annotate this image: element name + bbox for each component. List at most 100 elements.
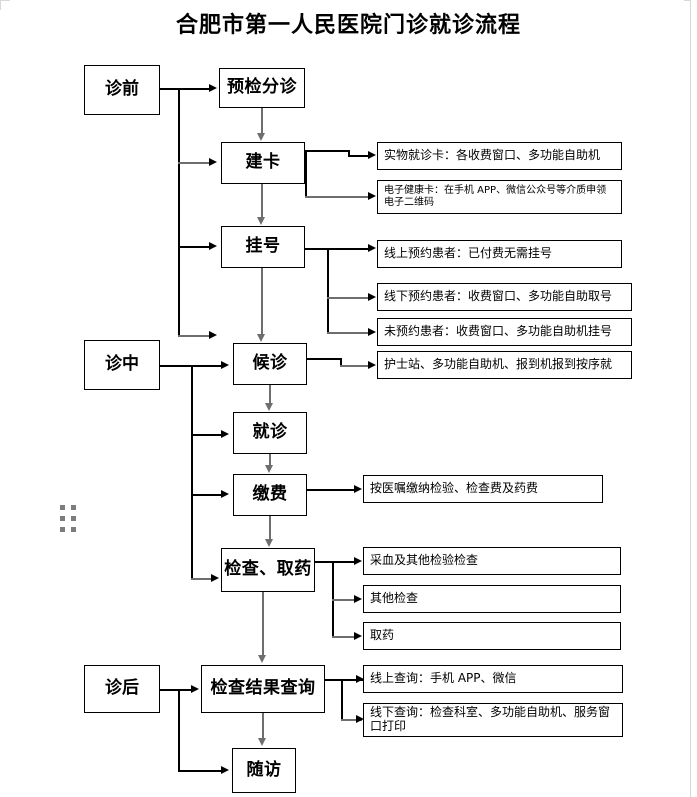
- connector-post-bus-vertical: [178, 689, 180, 771]
- detail-text-online-query: 线上查询：手机 APP、微信: [370, 671, 517, 686]
- arrowhead-ehealth-card: [368, 192, 376, 200]
- arrowhead-not-booked: [368, 328, 376, 336]
- step-box-payment[interactable]: 缴费: [233, 474, 307, 516]
- connector-exam-to-drug: [332, 636, 356, 638]
- arrowhead-online-query: [356, 675, 364, 683]
- arrowhead-wait-from-pre: [209, 331, 217, 339]
- stage-box-mid[interactable]: 诊中: [84, 340, 160, 390]
- connector-register-to-offline: [327, 297, 370, 299]
- step-box-register[interactable]: 挂号: [221, 226, 305, 268]
- connector-post-to-followup: [178, 770, 222, 772]
- connector-mid-bus-vertical: [191, 365, 193, 578]
- connector-make-card-to-ehealth: [305, 196, 370, 198]
- arrowhead-results: [191, 685, 199, 693]
- stage-box-pre[interactable]: 诊前: [84, 65, 160, 115]
- detail-text-ehealth-card: 电子健康卡：在手机 APP、微信公众号等介质申领电子二维码: [384, 184, 607, 209]
- arrowhead-down-wait: [257, 334, 265, 342]
- connector-pre-bus-vertical: [178, 88, 180, 336]
- detail-text-online-booked: 线上预约患者：已付费无需挂号: [384, 246, 553, 261]
- handle-dot: [60, 516, 65, 521]
- connector-exam-to-other: [332, 599, 356, 601]
- arrowhead-other-exam: [354, 595, 362, 603]
- page-corner-tick-top-left: [0, 0, 10, 1]
- connector-mid-to-bus: [160, 365, 218, 367]
- detail-box-ehealth-card[interactable]: 电子健康卡：在手机 APP、微信公众号等介质申领电子二维码: [377, 180, 622, 214]
- arrowhead-down-payment: [265, 465, 273, 473]
- connector-make-card-to-physical: [348, 155, 370, 157]
- connector-mid-to-consult: [191, 434, 223, 436]
- handle-dot: [60, 505, 65, 510]
- arrowhead-pick-up-drug: [354, 632, 362, 640]
- connector-register-branch-v: [327, 248, 329, 332]
- connector-wait-branch: [307, 358, 342, 360]
- connector-exam-branch-top: [315, 561, 356, 563]
- handle-dot: [71, 527, 76, 532]
- connector-exam-drug-to-results: [262, 592, 264, 656]
- step-box-wait[interactable]: 候诊: [233, 343, 307, 385]
- detail-box-wait-checkin[interactable]: 护士站、多功能自助机、报到机报到按序就: [377, 351, 632, 379]
- connector-pre-to-register: [178, 246, 211, 248]
- connector-consult-to-payment: [269, 454, 271, 466]
- detail-box-offline-query[interactable]: 线下查询：检查科室、多功能自助机、服务窗口打印: [363, 703, 623, 737]
- detail-text-physical-card: 实物就诊卡：各收费窗口、多功能自助机: [384, 148, 601, 163]
- connector-make-card-branch-v: [305, 150, 307, 196]
- detail-text-other-exam: 其他检查: [370, 591, 419, 606]
- stage-box-post[interactable]: 诊后: [84, 665, 160, 713]
- connector-wait-branch-v: [340, 358, 342, 366]
- arrowhead-down-results: [258, 655, 266, 663]
- drag-handle-dots[interactable]: [60, 505, 76, 539]
- connector-payment-branch: [307, 489, 356, 491]
- connector-pre-to-triage: [178, 88, 211, 90]
- connector-wait-to-checkin: [340, 365, 370, 367]
- page-corner-tick-left-top: [0, 0, 1, 10]
- step-box-triage[interactable]: 预检分诊: [219, 68, 305, 108]
- detail-box-physical-card[interactable]: 实物就诊卡：各收费窗口、多功能自助机: [377, 142, 622, 170]
- step-box-results[interactable]: 检查结果查询: [201, 665, 325, 713]
- step-box-consult[interactable]: 就诊: [233, 412, 307, 454]
- arrowhead-exam-drug: [211, 574, 219, 582]
- connector-payment-to-exam-drug: [269, 516, 271, 540]
- arrowhead-online-booked: [368, 244, 376, 252]
- page-title: 合肥市第一人民医院门诊就诊流程: [175, 12, 521, 38]
- arrowhead-wait-checkin: [368, 361, 376, 369]
- connector-pre-to-wait: [178, 335, 211, 337]
- detail-box-blood-draw[interactable]: 采血及其他检验检查: [363, 547, 621, 575]
- arrowhead-payment: [221, 490, 229, 498]
- detail-box-other-exam[interactable]: 其他检查: [363, 585, 621, 613]
- connector-post-to-bus: [160, 689, 191, 691]
- connector-results-branch-top: [325, 679, 364, 681]
- arrowhead-down-register: [257, 217, 265, 225]
- arrowhead-triage: [209, 84, 217, 92]
- connector-mid-to-wait: [191, 365, 223, 367]
- detail-box-not-booked[interactable]: 未预约患者：收费窗口、多功能自助机挂号: [377, 318, 632, 346]
- connector-triage-to-make-card: [261, 108, 263, 134]
- connector-make-card-step-v: [348, 150, 350, 156]
- detail-box-offline-booked[interactable]: 线下预约患者：收费窗口、多功能自助取号: [377, 283, 632, 311]
- detail-box-online-booked[interactable]: 线上预约患者：已付费无需挂号: [377, 240, 622, 268]
- step-box-followup[interactable]: 随访: [232, 748, 296, 793]
- arrowhead-down-make-card: [257, 133, 265, 141]
- connector-wait-to-consult: [269, 385, 271, 404]
- page-corner-tick-top-right: [684, 0, 690, 1]
- arrowhead-offline-query: [356, 715, 364, 723]
- page-edge-right: [690, 0, 691, 797]
- connector-results-branch-v: [341, 679, 343, 720]
- detail-box-online-query[interactable]: 线上查询：手机 APP、微信: [363, 665, 623, 693]
- arrowhead-pay-items: [354, 485, 362, 493]
- detail-box-pay-items[interactable]: 按医嘱缴纳检验、检查费及药费: [363, 475, 603, 503]
- step-box-exam-drug[interactable]: 检查、取药: [221, 548, 315, 592]
- detail-text-offline-query: 线下查询：检查科室、多功能自助机、服务窗口打印: [370, 705, 611, 733]
- detail-box-pick-up-drug[interactable]: 取药: [363, 622, 621, 650]
- connector-make-card-to-register: [261, 184, 263, 218]
- arrowhead-followup-from-post: [221, 766, 229, 774]
- connector-exam-branch-v: [332, 561, 334, 636]
- arrowhead-blood-draw: [354, 557, 362, 565]
- connector-post-to-results: [178, 689, 191, 691]
- handle-dot: [60, 527, 65, 532]
- connector-make-card-branch: [305, 150, 350, 152]
- detail-text-wait-checkin: 护士站、多功能自助机、报到机报到按序就: [384, 357, 613, 372]
- connector-register-to-wait: [261, 268, 263, 335]
- step-box-make-card[interactable]: 建卡: [221, 142, 305, 184]
- connector-pre-to-make-card: [178, 162, 211, 164]
